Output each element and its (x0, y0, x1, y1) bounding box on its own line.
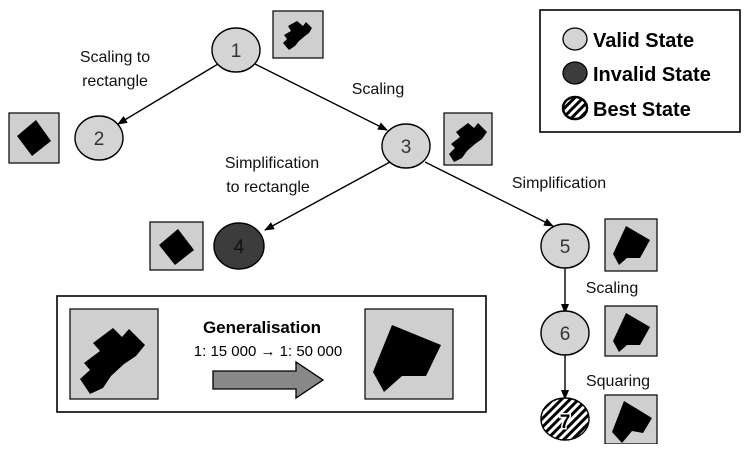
edge-label-squaring: Squaring (586, 373, 650, 390)
edge-label-scaling: Scaling (352, 81, 404, 98)
building-thumbnail-4 (149, 221, 204, 271)
node-2: 2 (74, 115, 124, 161)
node-3-label: 3 (401, 137, 412, 158)
building-thumbnail-7 (604, 394, 658, 445)
generalisation-scale: 1: 15 000 → 1: 50 000 (194, 343, 342, 360)
edge-3-5 (424, 161, 554, 227)
legend-invalid-label: Invalid State (593, 64, 711, 86)
node-1: 1 (211, 27, 261, 73)
edge-label-simplification-to-rectangle-line1: Simplification (225, 155, 319, 172)
legend-item-valid: Valid State (562, 27, 694, 52)
edge-label-simplification-to-rectangle-line2: to rectangle (226, 179, 310, 196)
node-2-circle (74, 115, 124, 161)
edge-3-4 (264, 161, 391, 231)
node-1-circle (211, 27, 261, 73)
node-2-label: 2 (94, 129, 105, 150)
building-thumbnail-3 (443, 112, 493, 166)
legend: Valid State Invalid State Best State (539, 9, 741, 133)
building-thumbnail-1 (272, 10, 324, 59)
legend-item-best: Best State (561, 95, 691, 121)
node-7-circle (540, 397, 590, 441)
edge-label-scaling-5-6: Scaling (586, 280, 638, 297)
legend-valid-swatch (562, 27, 588, 51)
building-thumbnail-2 (8, 112, 60, 164)
edge-1-3 (254, 63, 388, 131)
edge-label-scaling-to-rectangle-line1: Scaling to (80, 49, 150, 66)
node-5: 5 (540, 223, 590, 269)
edge-1-2 (117, 63, 219, 125)
legend-invalid-swatch (562, 61, 588, 85)
building-thumbnail-6 (604, 305, 658, 357)
node-6-circle (540, 310, 590, 356)
building-thumbnail-5 (604, 218, 658, 272)
node-5-label: 5 (560, 237, 571, 258)
node-3-circle (381, 123, 431, 169)
node-7: 7 (540, 397, 590, 441)
node-6: 6 (540, 310, 590, 356)
node-5-circle (540, 223, 590, 269)
legend-valid-label: Valid State (593, 30, 694, 52)
edge-label-simplification: Simplification (512, 175, 606, 192)
node-4-circle (213, 222, 265, 270)
legend-item-invalid: Invalid State (562, 61, 711, 86)
node-4-label: 4 (234, 237, 245, 258)
node-4: 4 (213, 222, 265, 270)
generalisation-after-thumbnail (364, 308, 454, 400)
node-7-label: 7 (560, 412, 571, 433)
edge-label-scaling-to-rectangle-line2: rectangle (82, 73, 148, 90)
legend-best-swatch (561, 95, 589, 121)
generalisation-title: Generalisation (203, 318, 321, 337)
node-1-label: 1 (231, 41, 242, 62)
generalisation-panel: Generalisation 1: 15 000 → 1: 50 000 (56, 295, 487, 413)
node-6-label: 6 (560, 324, 571, 345)
generalisation-before-thumbnail (69, 308, 159, 400)
generalisation-arrow (212, 360, 325, 400)
node-3: 3 (381, 123, 431, 169)
legend-best-label: Best State (593, 99, 691, 121)
